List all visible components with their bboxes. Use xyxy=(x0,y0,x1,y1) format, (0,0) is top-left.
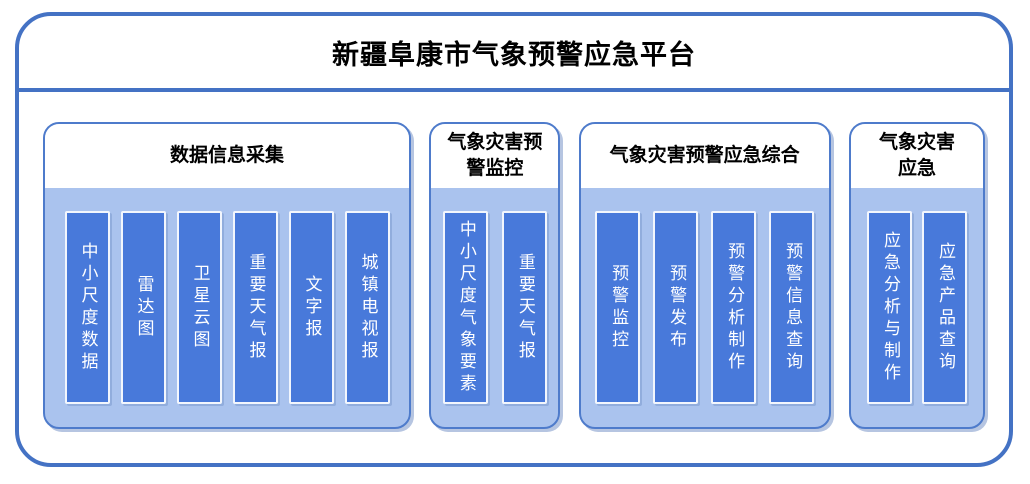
item-bar-label: 预警发布 xyxy=(666,263,687,352)
group-panel-warning-monitoring: 气象灾害预警监控 中小尺度气象要素 重要天气报 xyxy=(429,122,561,429)
page-title: 新疆阜康市气象预警应急平台 xyxy=(332,39,696,71)
item-bar-label: 应急产品查询 xyxy=(934,241,955,374)
item-bar-label: 城镇电视报 xyxy=(357,252,378,363)
item-bar: 城镇电视报 xyxy=(344,211,390,404)
item-bar-label: 应急分析与制作 xyxy=(879,230,900,385)
item-bar-label: 雷达图 xyxy=(133,274,154,341)
platform-frame: 新疆阜康市气象预警应急平台 数据信息采集 中小尺度数据 雷达图 卫星云图 重要天… xyxy=(15,12,1013,467)
panel-body: 应急分析与制作 应急产品查询 xyxy=(851,188,983,427)
item-bar-label: 预警信息查询 xyxy=(782,241,803,374)
item-bar: 中小尺度气象要素 xyxy=(442,211,488,404)
panel-header-label: 气象灾害应急 xyxy=(878,131,955,179)
panel-header-label: 气象灾害预警应急综合 xyxy=(609,144,800,167)
panel-header-label: 气象灾害预警监控 xyxy=(447,131,543,179)
item-bar-label: 预警监控 xyxy=(608,263,629,352)
panel-header: 气象灾害应急 xyxy=(850,124,983,188)
panel-header: 数据信息采集 xyxy=(45,124,409,188)
panel-body: 中小尺度气象要素 重要天气报 xyxy=(431,188,558,427)
panel-header-label: 数据信息采集 xyxy=(169,144,284,167)
item-bar: 中小尺度数据 xyxy=(64,211,110,404)
title-bar: 新疆阜康市气象预警应急平台 xyxy=(19,16,1009,92)
item-bar: 应急产品查询 xyxy=(921,211,967,404)
item-bar-label: 预警分析制作 xyxy=(724,241,745,374)
item-bar-label: 中小尺度气象要素 xyxy=(455,219,476,396)
panel-body: 预警监控 预警发布 预警分析制作 预警信息查询 xyxy=(581,188,829,427)
item-bar: 文字报 xyxy=(288,211,334,404)
item-bar: 重要天气报 xyxy=(501,211,547,404)
item-bar: 预警信息查询 xyxy=(769,211,815,404)
item-bar: 预警分析制作 xyxy=(711,211,757,404)
item-bar-label: 文字报 xyxy=(301,274,322,341)
diagram-content: 数据信息采集 中小尺度数据 雷达图 卫星云图 重要天气报 文字报 城镇电视报 气… xyxy=(19,92,1009,463)
item-bar-label: 重要天气报 xyxy=(514,252,535,363)
item-bar-label: 重要天气报 xyxy=(245,252,266,363)
group-panel-warning-emergency-综合: 气象灾害预警应急综合 预警监控 预警发布 预警分析制作 预警信息查询 xyxy=(578,122,831,429)
item-bar: 重要天气报 xyxy=(232,211,278,404)
panel-header: 气象灾害预警监控 xyxy=(431,124,559,188)
item-bar-label: 卫星云图 xyxy=(189,263,210,352)
item-bar: 卫星云图 xyxy=(176,211,222,404)
item-bar: 应急分析与制作 xyxy=(866,211,912,404)
item-bar: 预警监控 xyxy=(595,211,641,404)
item-bar: 预警发布 xyxy=(653,211,699,404)
group-panel-disaster-emergency: 气象灾害应急 应急分析与制作 应急产品查询 xyxy=(848,122,985,429)
group-panel-data-collection: 数据信息采集 中小尺度数据 雷达图 卫星云图 重要天气报 文字报 城镇电视报 xyxy=(43,122,411,429)
panel-header: 气象灾害预警应急综合 xyxy=(580,124,829,188)
item-bar-label: 中小尺度数据 xyxy=(77,241,98,374)
item-bar: 雷达图 xyxy=(120,211,166,404)
panel-body: 中小尺度数据 雷达图 卫星云图 重要天气报 文字报 城镇电视报 xyxy=(45,188,409,427)
